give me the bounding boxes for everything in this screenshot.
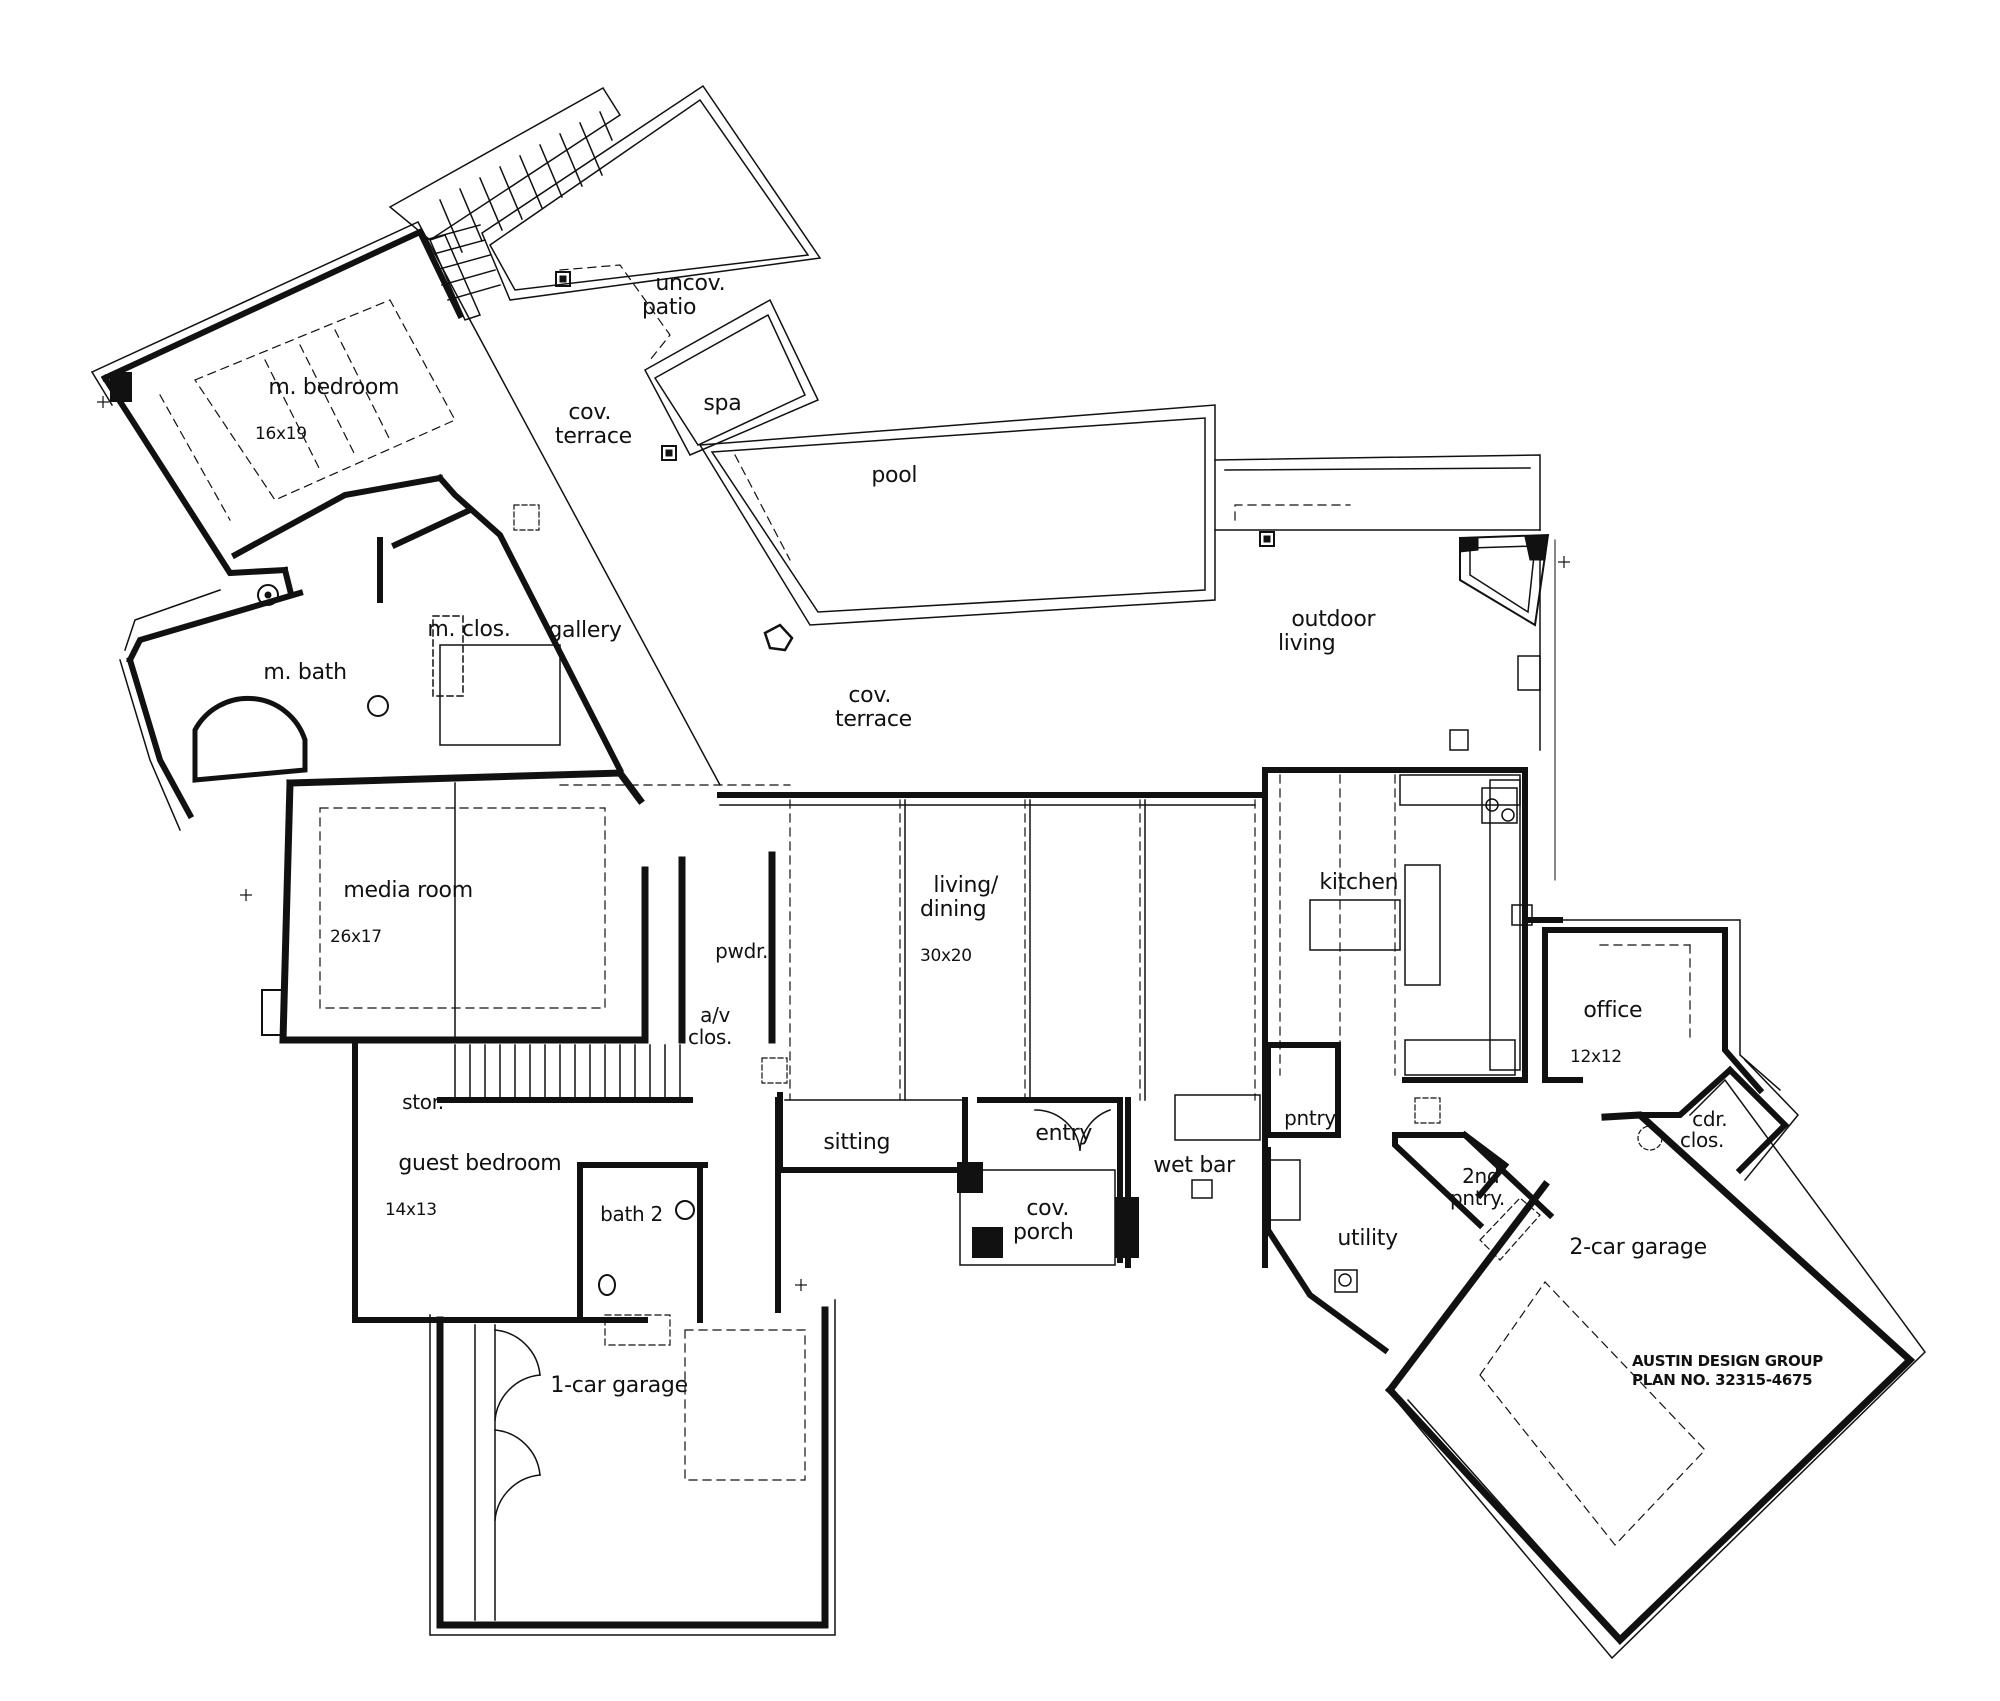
living-walls <box>717 767 1268 1268</box>
room-label-bath-2: bath 2 <box>600 1202 663 1226</box>
outdoor-hardscape <box>481 84 1541 626</box>
plan-number: PLAN NO. 32315-4675 <box>1632 1371 1813 1389</box>
column <box>555 271 571 287</box>
room-label-stor: stor. <box>402 1090 444 1114</box>
fire-pit <box>763 623 794 652</box>
room-label-pool: pool <box>871 463 918 488</box>
sink-icon <box>675 1200 695 1220</box>
room-label-cov-terrace-upper: cov. terrace <box>555 400 632 449</box>
water-heater-dashed <box>604 1314 671 1346</box>
room-label-uncov-patio: uncov. patio <box>642 271 726 320</box>
guest-wing-walls <box>352 1037 781 1323</box>
water-heater-dashed <box>1479 1197 1541 1261</box>
kitchen-walls <box>1262 767 1563 1138</box>
room-label-m-bedroom: m. bedroom 16x19 <box>255 375 400 445</box>
two-car-garage-outer <box>1398 1078 1926 1660</box>
room-label-1-car-garage: 1-car garage <box>550 1373 688 1398</box>
room-label-outdoor-living: outdoor living <box>1278 607 1376 656</box>
guest-stair <box>454 1044 681 1101</box>
media-room-walls <box>279 769 776 1044</box>
media-room-dashed <box>319 807 606 1009</box>
toilet-icon <box>598 1274 616 1296</box>
two-car-garage-walls <box>1385 1111 1916 1646</box>
dresser <box>432 615 464 697</box>
parking-dashed <box>684 1329 806 1481</box>
room-size: 14x13 <box>385 1200 437 1220</box>
sink-icon <box>367 695 389 717</box>
office-outer <box>1559 919 1800 1182</box>
ceiling-vent <box>1414 1097 1441 1124</box>
room-label-cov-porch: cov. porch <box>1013 1196 1074 1245</box>
room-size: 30x20 <box>920 946 972 966</box>
room-size: 12x12 <box>1570 1047 1622 1067</box>
room-label-m-bath: m. bath <box>263 660 347 685</box>
patio-dashed <box>559 264 1351 561</box>
room-label-kitchen: kitchen <box>1319 870 1399 895</box>
room-label-cdr-clos: cdr. clos. <box>1680 1107 1728 1152</box>
master-wing-dashed <box>159 299 791 786</box>
kitchen-cabinets <box>1309 774 1533 1076</box>
column <box>1259 531 1275 547</box>
room-size: 16x19 <box>255 424 307 444</box>
column <box>110 372 132 402</box>
room-label-gallery: gallery <box>548 618 622 643</box>
room-label-2-car-garage: 2-car garage <box>1569 1235 1707 1260</box>
room-label-cov-terrace-main: cov. terrace <box>835 683 912 732</box>
shower-curve <box>192 695 308 783</box>
room-label-living-dining: living/ dining 30x20 <box>920 873 998 967</box>
tub-icon <box>257 584 279 606</box>
room-label-wet-bar: wet bar <box>1153 1153 1235 1178</box>
ceiling-vent <box>761 1057 788 1084</box>
ceiling-vent <box>513 504 540 531</box>
entry-walls <box>957 1097 1139 1263</box>
parking-dashed <box>1479 1281 1706 1546</box>
master-wing-outer <box>90 221 722 831</box>
room-label-guest-bedroom: guest bedroom 14x13 <box>385 1151 562 1221</box>
kitchen-dashed <box>1279 774 1396 1076</box>
room-label-pwdr: pwdr. <box>715 939 769 963</box>
column <box>661 445 677 461</box>
living-thin <box>719 799 1256 1101</box>
room-label-utility: utility <box>1337 1226 1398 1251</box>
company-name: AUSTIN DESIGN GROUP <box>1632 1352 1823 1370</box>
utility-walls <box>1265 1042 1555 1355</box>
column-round <box>1637 1125 1663 1151</box>
room-label-entry: entry <box>1035 1121 1093 1146</box>
exterior-stairs <box>388 86 622 321</box>
one-car-garage-walls <box>436 1306 829 1629</box>
room-label-pntry: pntry. <box>1284 1106 1340 1130</box>
plan-credit: AUSTIN DESIGN GROUP PLAN NO. 32315-4675 <box>1632 1352 1823 1390</box>
room-label-spa: spa <box>703 391 742 416</box>
room-label-office: office 12x12 <box>1570 998 1643 1068</box>
room-label-media-room: media room 26x17 <box>330 878 473 948</box>
outdoor-kitchen <box>1449 533 1556 881</box>
room-size: 26x17 <box>330 927 382 947</box>
master-wing-walls <box>100 228 625 820</box>
room-label-2nd-pntry: 2nd pntry. <box>1450 1164 1505 1210</box>
office-walls <box>1542 927 1790 1175</box>
room-label-sitting: sitting <box>823 1130 891 1155</box>
room-label-m-clos: m. clos. <box>427 617 511 642</box>
room-label-av-clos: a/v clos. <box>688 1003 733 1049</box>
living-dashed <box>789 799 1256 1101</box>
